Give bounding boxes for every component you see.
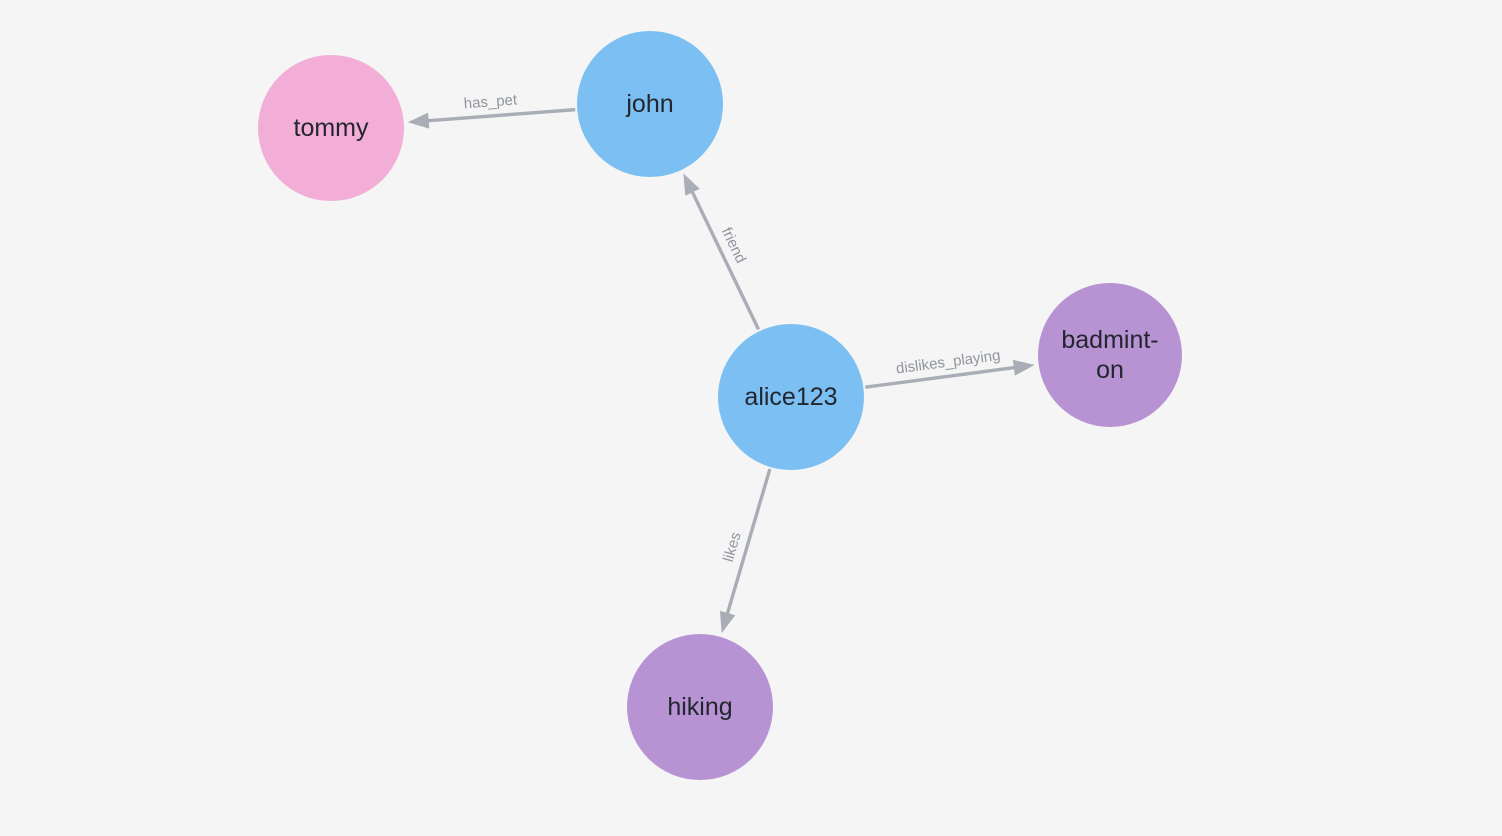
edge-arrowhead-icon: [683, 173, 700, 196]
edge-arrowhead-icon: [407, 112, 430, 129]
node-label: tommy: [294, 114, 370, 142]
edge-line: [423, 107, 576, 123]
graph-edge-dislikes_playing[interactable]: dislikes_playing: [865, 347, 1035, 389]
graph-node-badminton[interactable]: badmint-on: [1038, 283, 1182, 427]
graph-edge-has_pet[interactable]: has_pet: [407, 91, 576, 129]
graph-node-john[interactable]: john: [577, 31, 723, 177]
graph-node-alice123[interactable]: alice123: [718, 324, 864, 470]
graph-edge-friend[interactable]: friend: [683, 173, 761, 331]
edge-arrowhead-icon: [1012, 359, 1035, 376]
graph-node-hiking[interactable]: hiking: [627, 634, 773, 780]
edge-line: [865, 365, 1020, 389]
edge-arrowhead-icon: [719, 610, 736, 634]
graph-edge-likes[interactable]: likes: [719, 468, 772, 634]
node-label: badmint-on: [1061, 326, 1158, 384]
node-circle: [627, 634, 773, 780]
node-label: john: [625, 90, 673, 118]
edge-label: has_pet: [463, 91, 518, 112]
edge-line: [724, 468, 772, 619]
edge-label: friend: [718, 225, 750, 266]
node-circle: [577, 31, 723, 177]
node-circle: [1038, 283, 1182, 427]
edge-label: likes: [720, 530, 745, 564]
edge-line: [688, 187, 761, 331]
node-label: alice123: [744, 383, 837, 411]
node-label: hiking: [667, 693, 732, 721]
graph-node-tommy[interactable]: tommy: [258, 55, 404, 201]
node-circle: [258, 55, 404, 201]
node-circle: [718, 324, 864, 470]
